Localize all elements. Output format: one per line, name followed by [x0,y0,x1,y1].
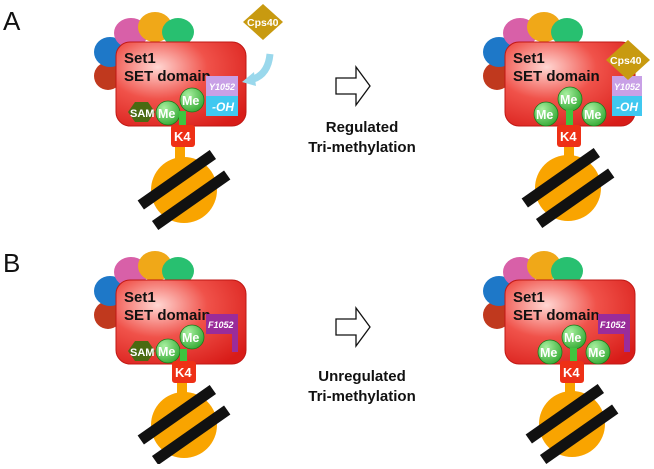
transition-arrow-icon [335,65,371,107]
k4-residue [171,125,195,147]
nucleosome [137,382,231,465]
panel-b-right-complex: Set1 SET domain F1052 Me Me Me K4 [483,251,636,464]
trimethylation-label: Tri-methylation [308,388,416,405]
k4-label: K4 [175,365,192,380]
trimethylation-label: Tri-methylation [308,139,416,156]
nucleosome [521,144,615,228]
f1052-label: F1052 [600,320,626,330]
cps40-subunit [243,4,283,40]
methyl-label: Me [584,108,601,122]
set-domain-title: SET domain [124,68,211,85]
panel-a-right-complex: Set1 SET domain Y1052 -OH Cps40 Me Me Me… [483,12,650,228]
set1-title: Set1 [124,50,156,67]
cps40-label: Cps40 [610,55,642,67]
k4-residue [560,361,584,383]
oh-group [612,96,642,116]
k4-residue [557,125,581,147]
methyl-label: Me [182,94,199,108]
y1052-residue [612,76,642,98]
methyl-label: Me [564,331,581,345]
transition-arrow-icon [335,306,371,348]
sam-cofactor [128,102,155,122]
f1052-tail [232,330,238,352]
lysine-stem [570,348,577,362]
panel-a-letter: A [3,6,21,36]
methyl-label: Me [158,107,175,121]
methyl-group [179,87,205,113]
nucleosome [137,140,231,230]
set1-title: Set1 [513,50,545,67]
panel-a-left-complex: Set1 SET domain Y1052 -OH SAM Me Me K4 C… [94,4,283,230]
regulated-label: Regulated [326,119,399,136]
k4-label: K4 [174,129,191,144]
y1052-residue [206,76,238,98]
set-domain-title: SET domain [513,68,600,85]
methyl-group [533,101,559,127]
methyl-label: Me [560,93,577,107]
k4-label: K4 [563,365,580,380]
panel-b-left-complex: Set1 SET domain F1052 SAM Me Me K4 [94,251,247,465]
binding-arrow-icon [242,72,256,86]
set-domain-title: SET domain [513,307,600,324]
y1052-label: Y1052 [614,82,640,92]
set1-title: Set1 [124,289,156,306]
lysine-stem [179,111,186,127]
methyl-group [179,324,205,350]
cps40-label: Cps40 [247,17,279,29]
methyl-label: Me [536,108,553,122]
nucleosome [525,382,619,464]
f1052-residue [206,314,238,334]
set-domain-title: SET domain [124,307,211,324]
f1052-label: F1052 [208,320,234,330]
f1052-tail [624,330,630,352]
oh-label: -OH [212,100,234,114]
methyl-group [585,339,611,365]
methyl-label: Me [540,346,557,360]
f1052-residue [598,314,630,334]
subunit-blobs [94,12,194,90]
oh-label: -OH [616,100,638,114]
k4-residue [172,361,196,383]
unregulated-label: Unregulated [318,368,406,385]
methyl-group [581,101,607,127]
panel-b-letter: B [3,248,20,278]
oh-group [206,96,238,116]
methyl-label: Me [182,331,199,345]
cps40-subunit [606,40,650,80]
methyl-label: Me [158,345,175,359]
sam-label: SAM [130,108,154,120]
methyl-label: Me [588,346,605,360]
y1052-label: Y1052 [209,82,235,92]
set1-title: Set1 [513,289,545,306]
lysine-stem [180,349,187,363]
lysine-stem [566,110,573,126]
k4-label: K4 [560,129,577,144]
methyl-group [537,339,563,365]
sam-cofactor [128,341,155,361]
sam-label: SAM [130,347,154,359]
